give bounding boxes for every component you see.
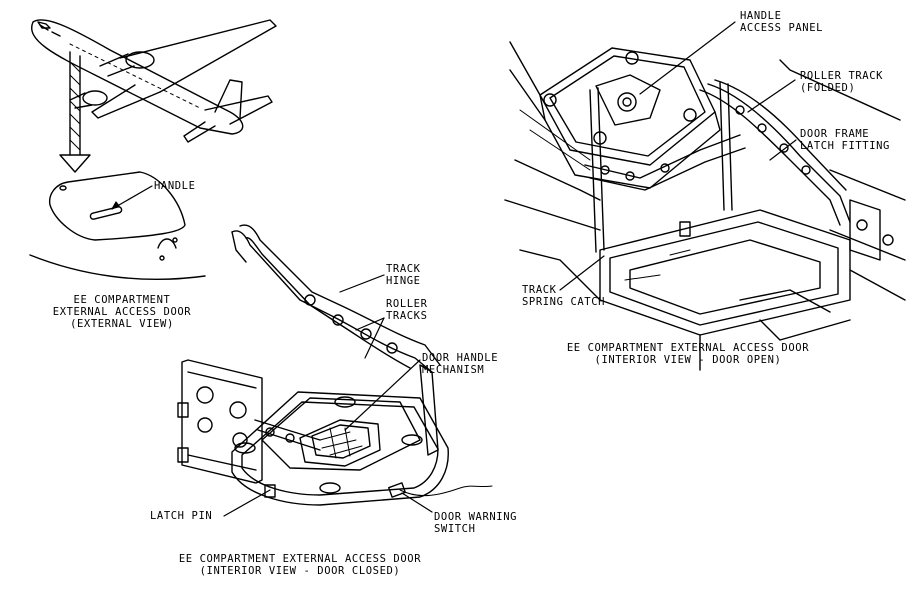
door-frame-latch-fitting-callout: DOOR FRAME LATCH FITTING [800,128,890,152]
external-view-caption: EE COMPARTMENT EXTERNAL ACCESS DOOR (EXT… [38,294,206,330]
callout-line: DOOR FRAME [800,128,870,140]
callout-line: LATCH FITTING [800,140,890,152]
callout-line: (FOLDED) [800,82,856,94]
callout-line: TRACK [386,263,421,275]
door-warning-switch-callout: DOOR WARNING SWITCH [434,511,517,535]
leader-lines [111,21,797,517]
door-handle-mechanism-callout: DOOR HANDLE MECHANISM [422,352,498,376]
callout-line: HANDLE [740,10,782,22]
closed-view-caption: EE COMPARTMENT EXTERNAL ACCESS DOOR (INT… [160,553,440,577]
handle-access-panel-callout: HANDLE ACCESS PANEL [740,10,823,34]
closed-door-illustration [177,224,493,506]
callout-line: SWITCH [434,523,476,535]
callout-line: ROLLER TRACK [800,70,884,82]
caption-line: EE COMPARTMENT [73,294,171,306]
external-door-illustration [29,171,206,280]
callout-line: MECHANISM [422,364,485,376]
roller-tracks-callout: ROLLER TRACKS [386,298,428,322]
caption-line: (INTERIOR VIEW - DOOR OPEN) [594,354,782,366]
callout-line: TRACK [522,284,557,296]
callout-line: SPRING CATCH [522,296,606,308]
handle-callout: HANDLE [154,180,196,192]
track-hinge-callout: TRACK HINGE [386,263,421,287]
callout-line: HINGE [386,275,421,287]
callout-line: ROLLER [386,298,428,310]
caption-line: EE COMPARTMENT EXTERNAL ACCESS DOOR [178,553,422,565]
roller-track-folded-callout: ROLLER TRACK (FOLDED) [800,70,883,94]
track-spring-catch-callout: TRACK SPRING CATCH [522,284,605,308]
caption-line: EE COMPARTMENT EXTERNAL ACCESS DOOR [566,342,810,354]
caption-line: (EXTERNAL VIEW) [70,318,174,330]
callout-line: DOOR WARNING [434,511,518,523]
caption-line: (INTERIOR VIEW - DOOR CLOSED) [199,565,401,577]
callout-line: DOOR HANDLE [422,352,499,364]
latch-pin-callout: LATCH PIN [150,510,213,522]
callout-line: TRACKS [386,310,428,322]
open-view-caption: EE COMPARTMENT EXTERNAL ACCESS DOOR (INT… [548,342,828,366]
airplane-illustration [31,19,277,173]
open-door-illustration [504,41,906,371]
callout-line: ACCESS PANEL [740,22,824,34]
caption-line: EXTERNAL ACCESS DOOR [52,306,192,318]
